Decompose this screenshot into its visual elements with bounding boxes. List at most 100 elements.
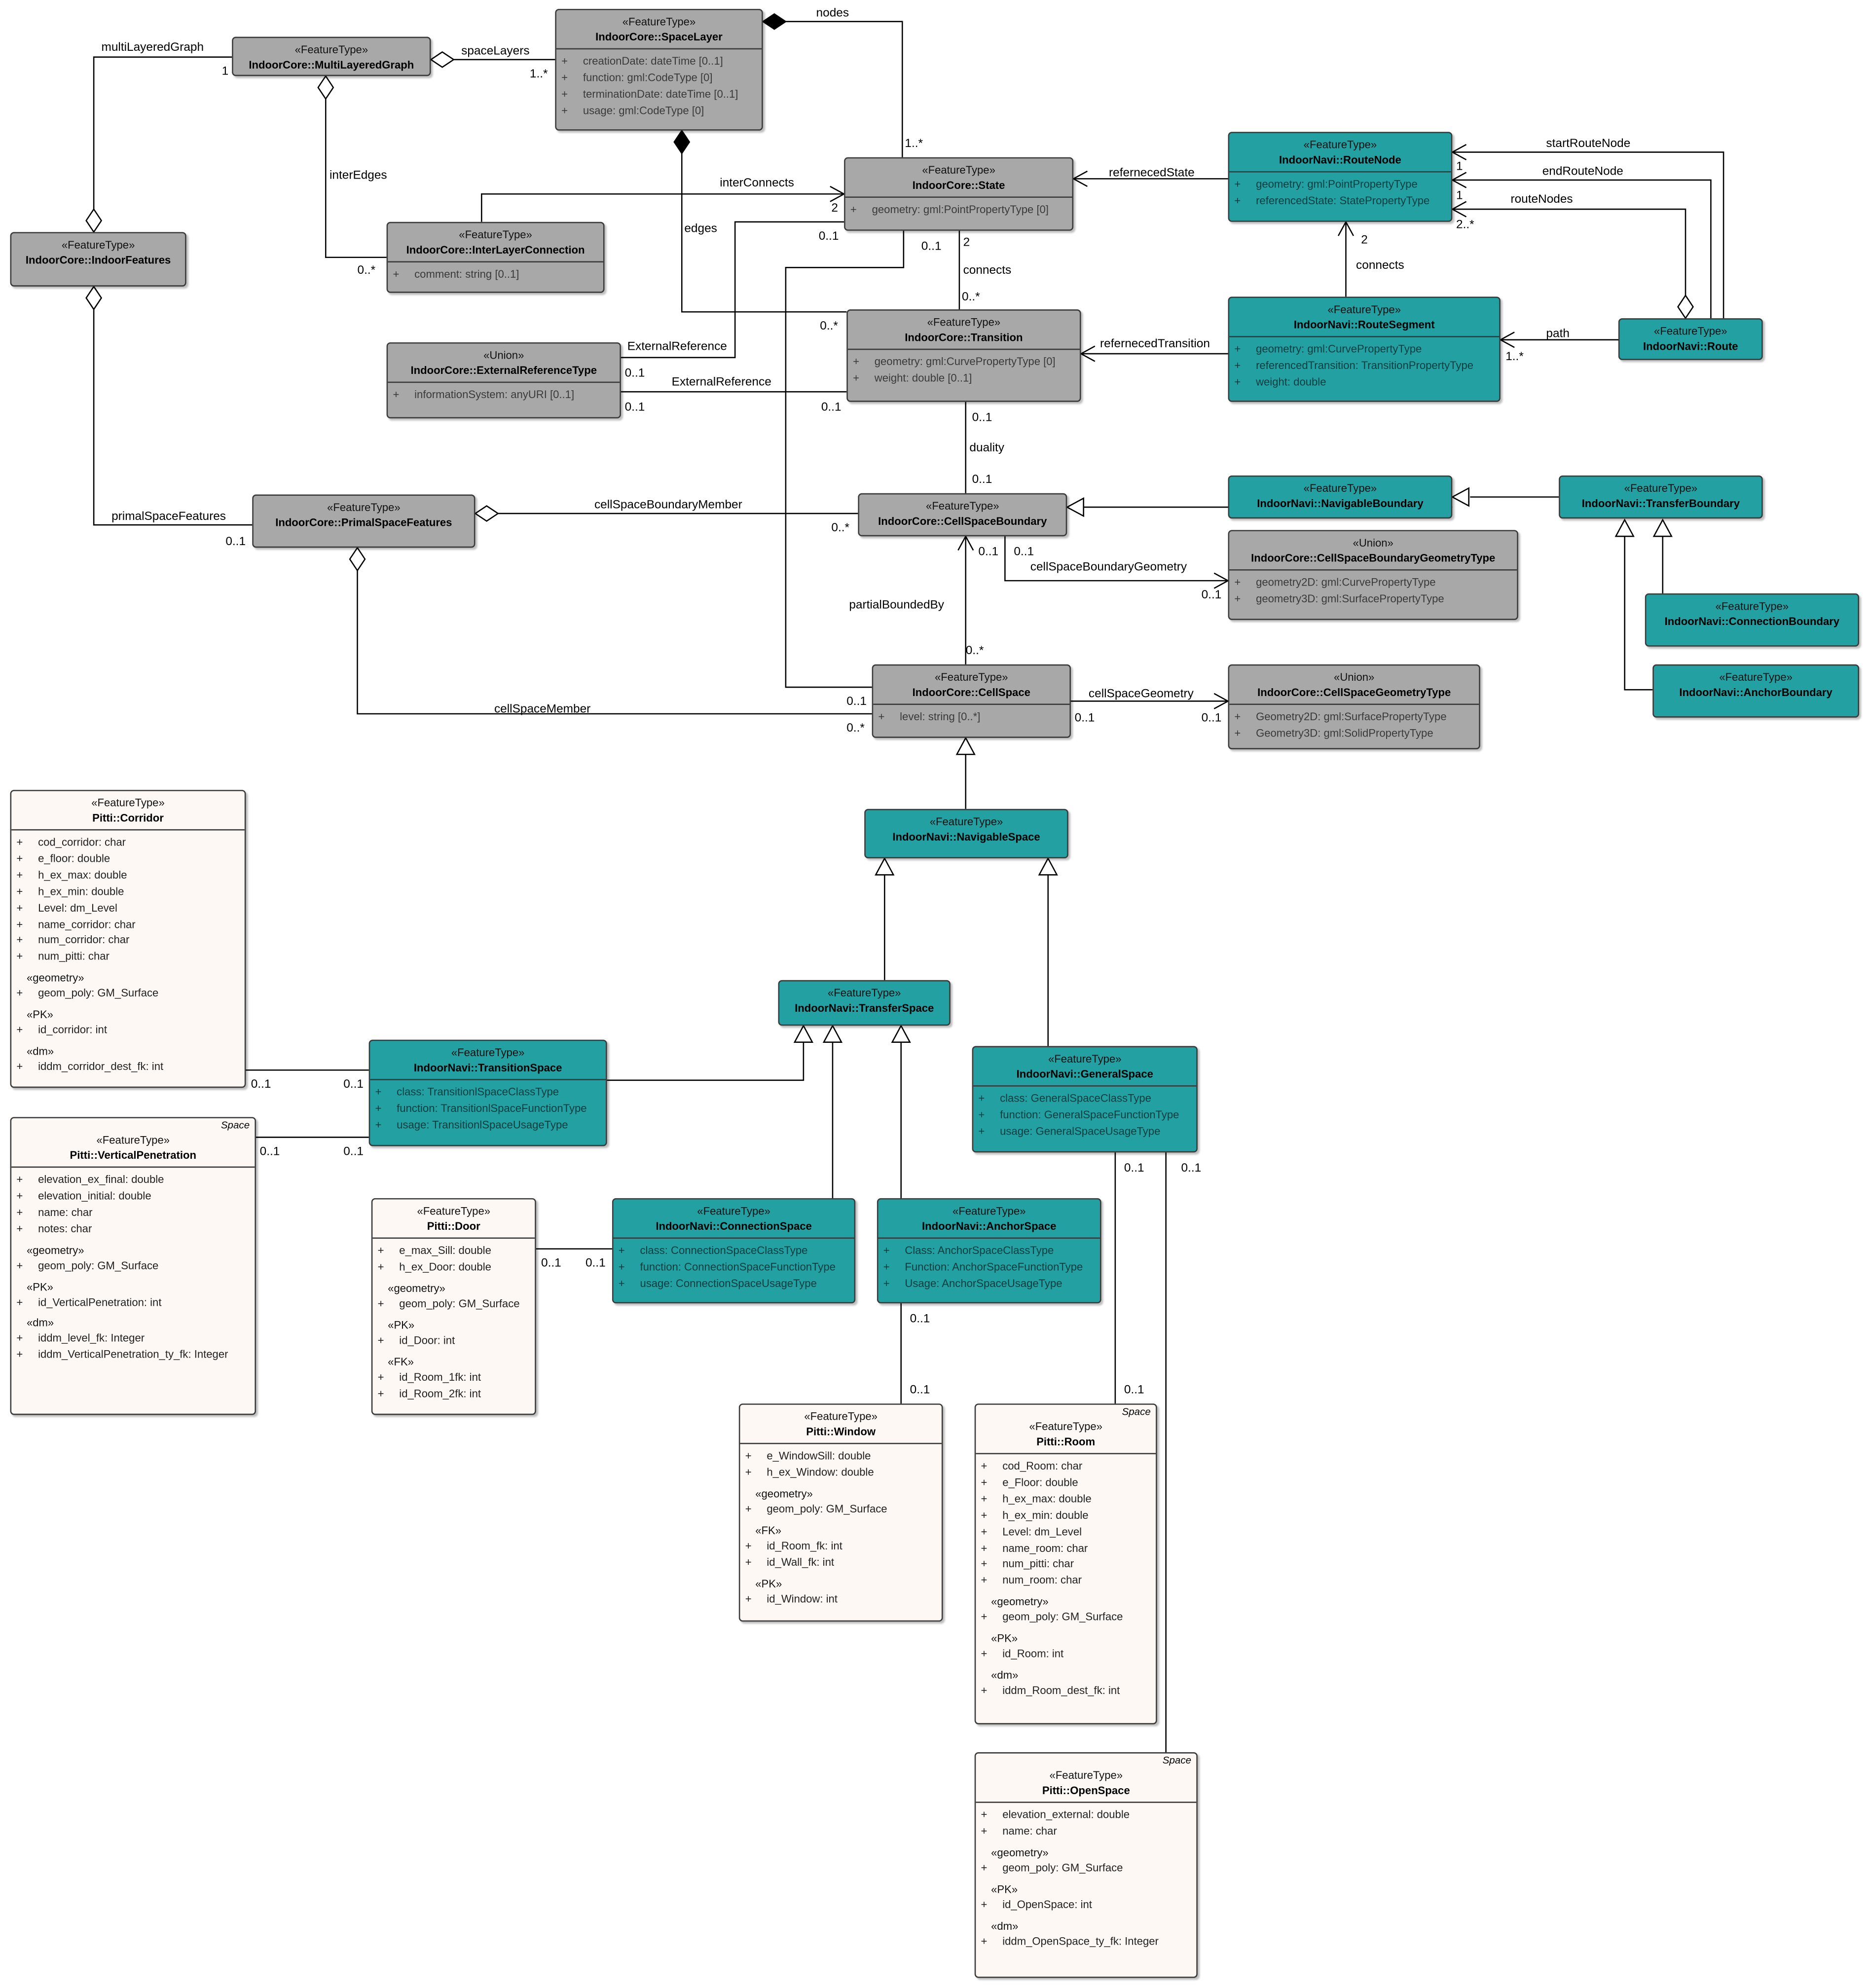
class-primal-space-features[interactable]: «FeatureType»IndoorCore::PrimalSpaceFeat… [252, 494, 476, 548]
attribute-visibility: + [853, 371, 859, 384]
class-header: «FeatureType»IndoorNavi::ConnectionBound… [1646, 594, 1858, 632]
attribute-text: iddm_corridor_dest_fk: int [38, 1060, 164, 1073]
attribute-row: +id_Room_fk: int [745, 1538, 937, 1554]
class-header: «FeatureType»IndoorCore::InterLayerConne… [388, 223, 603, 261]
class-cell-space-geometry-type[interactable]: «Union»IndoorCore::CellSpaceGeometryType… [1228, 664, 1480, 749]
class-anchor-space[interactable]: «FeatureType»IndoorNavi::AnchorSpace+Cla… [877, 1198, 1101, 1304]
association-line [1452, 151, 1724, 319]
attribute-visibility: + [981, 1934, 988, 1947]
class-cell-space-boundary-geometry-type[interactable]: «Union»IndoorCore::CellSpaceBoundaryGeom… [1228, 530, 1518, 620]
class-navigable-boundary[interactable]: «FeatureType»IndoorNavi::NavigableBounda… [1228, 475, 1453, 519]
attribute-visibility: + [1234, 726, 1241, 739]
attribute-text: id_VerticalPenetration: int [38, 1295, 162, 1308]
attribute-row: +notes: char [16, 1220, 250, 1237]
class-room[interactable]: Space«FeatureType»Pitti::Room+cod_Room: … [974, 1403, 1157, 1725]
class-connection-boundary[interactable]: «FeatureType»IndoorNavi::ConnectionBound… [1645, 593, 1860, 647]
class-stereotype: «FeatureType» [96, 1133, 170, 1146]
association-line [607, 1026, 805, 1081]
class-transfer-boundary[interactable]: «FeatureType»IndoorNavi::TransferBoundar… [1559, 475, 1763, 519]
class-anchor-boundary[interactable]: «FeatureType»IndoorNavi::AnchorBoundary [1652, 664, 1860, 718]
class-external-reference-type[interactable]: «Union»IndoorCore::ExternalReferenceType… [386, 342, 621, 419]
class-stereotype: «FeatureType» [61, 238, 135, 251]
class-stereotype: «FeatureType» [1303, 481, 1377, 495]
attribute-row: +function: ConnectionSpaceFunctionType [619, 1259, 849, 1275]
attribute-row: +iddm_VerticalPenetration_ty_fk: Integer [16, 1347, 250, 1363]
attribute-row: +iddm_Room_dest_fk: int [981, 1683, 1151, 1699]
association-line [1624, 519, 1653, 691]
edge-label: 0..1 [260, 1144, 280, 1158]
attribute-visibility: + [745, 1502, 752, 1515]
attribute-section: «PK» [991, 1882, 1018, 1895]
class-vertical-penetration[interactable]: Space«FeatureType»Pitti::VerticalPenetra… [10, 1117, 256, 1415]
edge-label: 1..* [530, 67, 548, 80]
class-stereotype: «FeatureType» [622, 15, 696, 28]
attribute-text: Function: AnchorSpaceFunctionType [905, 1260, 1083, 1273]
class-tag: Space [1122, 1406, 1151, 1418]
class-header: «FeatureType»IndoorCore::SpaceLayer [556, 10, 762, 48]
class-route-node[interactable]: «FeatureType»IndoorNavi::RouteNode+geome… [1228, 132, 1453, 222]
attribute-visibility: + [16, 1173, 23, 1186]
class-stereotype: «FeatureType» [1624, 481, 1698, 495]
attribute-visibility: + [561, 54, 568, 68]
class-header: «FeatureType»IndoorNavi::Route [1619, 320, 1761, 358]
attribute-text: usage: TransitionlSpaceUsageType [397, 1118, 568, 1131]
attribute-list: +Geometry2D: gml:SurfacePropertyType+Geo… [1229, 703, 1479, 745]
attribute-visibility: + [561, 87, 568, 100]
class-stereotype: «FeatureType» [1303, 138, 1377, 151]
navigability-arrowhead [1451, 172, 1467, 188]
generalization-arrowhead [955, 736, 976, 755]
attribute-text: id_Room_1fk: int [399, 1370, 481, 1383]
attribute-row: +id_VerticalPenetration: int [16, 1294, 250, 1310]
class-transition[interactable]: «FeatureType»IndoorCore::Transition+geom… [846, 309, 1081, 402]
class-state[interactable]: «FeatureType»IndoorCore::State+geometry:… [844, 157, 1074, 231]
class-connection-space[interactable]: «FeatureType»IndoorNavi::ConnectionSpace… [612, 1198, 856, 1304]
class-door[interactable]: «FeatureType»Pitti::Door+e_max_Sill: dou… [371, 1198, 536, 1415]
attribute-section: «FK» [388, 1355, 414, 1368]
class-transition-space[interactable]: «FeatureType»IndoorNavi::TransitionSpace… [368, 1039, 607, 1146]
attribute-text: name: char [38, 1205, 93, 1218]
attribute-row: +function: GeneralSpaceFunctionType [978, 1107, 1191, 1123]
attribute-row: +class: TransitionlSpaceClassType [375, 1084, 600, 1101]
attribute-text: class: TransitionlSpaceClassType [397, 1085, 559, 1098]
class-multi-layered-graph[interactable]: «FeatureType»IndoorCore::MultiLayeredGra… [232, 37, 431, 76]
attribute-text: geom_poly: GM_Surface [1002, 1610, 1123, 1623]
class-space-layer[interactable]: «FeatureType»IndoorCore::SpaceLayer+crea… [555, 8, 763, 131]
class-route-segment[interactable]: «FeatureType»IndoorNavi::RouteSegment+ge… [1228, 296, 1501, 402]
class-indoor-features[interactable]: «FeatureType»IndoorCore::IndoorFeatures [10, 232, 186, 287]
attribute-row: +Level: dm_Level [981, 1523, 1151, 1540]
edge-label: 0..1 [1202, 711, 1222, 724]
class-open-space[interactable]: Space«FeatureType»Pitti::OpenSpace+eleva… [974, 1752, 1198, 1978]
class-window[interactable]: «FeatureType»Pitti::Window+e_WindowSill:… [738, 1403, 943, 1622]
attribute-text: id_OpenSpace: int [1002, 1897, 1092, 1911]
edge-label: 0..1 [1014, 545, 1034, 558]
attribute-row: +geometry2D: gml:CurvePropertyType [1234, 574, 1512, 590]
class-inter-layer-connection[interactable]: «FeatureType»IndoorCore::InterLayerConne… [386, 221, 605, 293]
generalization-arrowhead [891, 1024, 911, 1043]
class-navigable-space[interactable]: «FeatureType»IndoorNavi::NavigableSpace [864, 809, 1068, 859]
class-name: IndoorNavi::AnchorBoundary [1679, 686, 1832, 699]
attribute-section: «dm» [991, 1919, 1019, 1932]
edge-label: 0..1 [972, 473, 992, 486]
class-general-space[interactable]: «FeatureType»IndoorNavi::GeneralSpace+cl… [972, 1046, 1198, 1153]
edge-label: 0..1 [921, 239, 942, 253]
class-transfer-space[interactable]: «FeatureType»IndoorNavi::TransferSpace [778, 980, 951, 1026]
attribute-row: +id_Door: int [378, 1332, 530, 1349]
attribute-text: notes: char [38, 1221, 92, 1235]
attribute-row: +geometry: gml:PointPropertyType [1234, 176, 1446, 192]
edge-label: path [1546, 327, 1570, 340]
attribute-row: +class: GeneralSpaceClassType [978, 1090, 1191, 1106]
class-corridor[interactable]: «FeatureType»Pitti::Corridor+cod_corrido… [10, 790, 246, 1088]
class-cell-space[interactable]: «FeatureType»IndoorCore::CellSpace+level… [872, 664, 1071, 738]
edge-label: 1..* [1505, 350, 1524, 363]
attribute-list: +geometry: gml:PointPropertyType [0] [845, 196, 1072, 221]
class-cell-space-boundary[interactable]: «FeatureType»IndoorCore::CellSpaceBounda… [858, 493, 1067, 537]
association-line [481, 193, 844, 222]
attribute-row: +Geometry3D: gml:SolidPropertyType [1234, 725, 1474, 741]
attribute-visibility: + [878, 710, 885, 723]
attribute-section: «geometry» [388, 1281, 445, 1294]
attribute-text: id_Window: int [767, 1591, 838, 1605]
class-route[interactable]: «FeatureType»IndoorNavi::Route [1618, 318, 1763, 360]
attribute-list: +level: string [0..*] [873, 703, 1070, 729]
attribute-row: +id_Wall_fk: int [745, 1554, 937, 1570]
association-line [763, 21, 903, 157]
